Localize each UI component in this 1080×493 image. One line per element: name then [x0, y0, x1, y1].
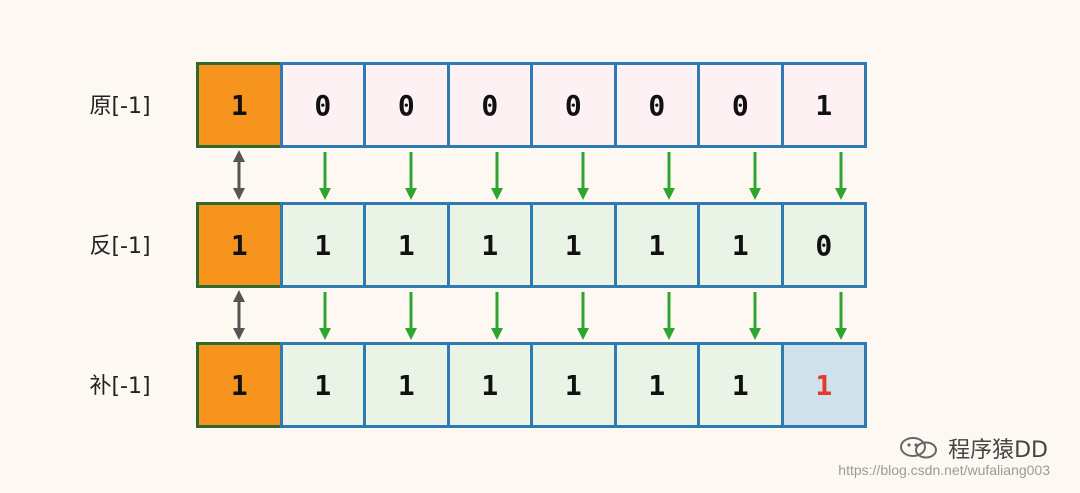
row-label-ones-complement: 反[-1]: [89, 234, 151, 259]
bit-cell: 1: [697, 202, 784, 288]
bit-cell: 0: [613, 62, 700, 148]
bit-cell: 1: [697, 342, 784, 428]
bit-cell: 1: [446, 202, 533, 288]
twos-complement-row: 1 1 1 1 1 1 1 1: [196, 342, 867, 428]
highlighted-bit-cell: 1: [780, 342, 867, 428]
ones-complement-row: 1 1 1 1 1 1 1 0: [196, 202, 867, 288]
watermark-url: https://blog.csdn.net/wufaliang003: [838, 462, 1050, 478]
row-label-original: 原[-1]: [89, 94, 151, 119]
row-label-twos-complement: 补[-1]: [89, 374, 151, 399]
wechat-icon: [900, 437, 938, 459]
watermark-brand: 程序猿DD: [948, 438, 1048, 463]
bit-cell: 1: [363, 342, 450, 428]
bit-cell: 0: [279, 62, 366, 148]
bit-cell: 1: [780, 62, 867, 148]
bit-cell: 0: [697, 62, 784, 148]
bit-cell: 1: [279, 202, 366, 288]
watermark: 程序猿DD: [898, 432, 1048, 464]
original-code-row: 1 0 0 0 0 0 0 1: [196, 62, 867, 148]
bit-cell: 1: [279, 342, 366, 428]
bit-cell: 1: [530, 202, 617, 288]
bit-cell: 1: [446, 342, 533, 428]
bit-cell: 0: [780, 202, 867, 288]
